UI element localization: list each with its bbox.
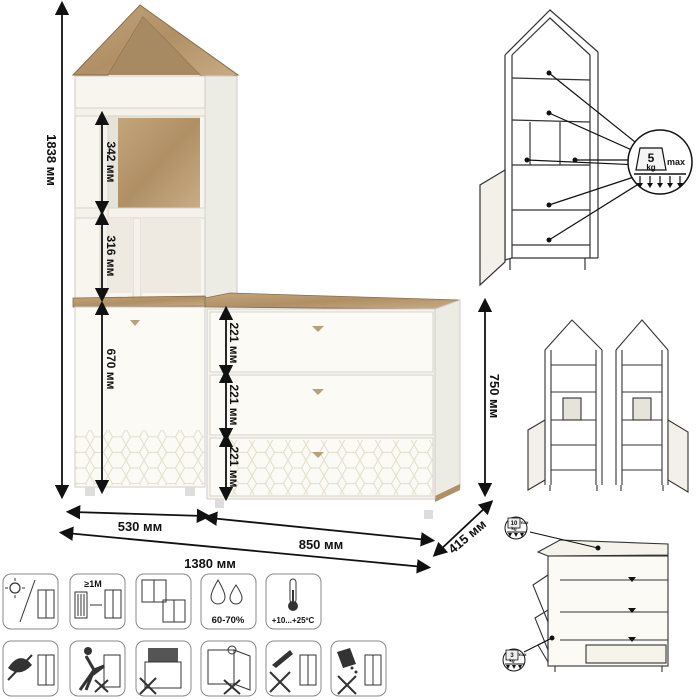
heater-distance-text: ≥1M — [84, 579, 101, 589]
no-sharp-tool-icon — [265, 640, 322, 697]
temperature-icon: +10...+25ºC — [265, 573, 322, 630]
dim-chest-width: 850 мм — [299, 537, 344, 552]
drawer-1 — [209, 311, 434, 373]
dim-shelf-lower: 316 мм — [104, 235, 118, 276]
tower-open-door-drawing — [479, 9, 599, 287]
no-lean-icon — [69, 640, 126, 697]
tower-variant-right — [615, 319, 689, 493]
chest-leader-lines — [523, 531, 601, 653]
dim-drawer-3: 221 мм — [227, 446, 241, 487]
humidity-icon: 60-70% — [200, 573, 257, 630]
dim-drawer-1: 221 мм — [227, 322, 241, 363]
dim-total-width: 1380 мм — [184, 556, 236, 571]
no-wet-cloth-icon — [2, 640, 59, 697]
dim-left-width: 530 мм — [118, 519, 163, 534]
shelf-load-unit: kg — [646, 163, 655, 172]
main-furniture — [71, 4, 461, 519]
top-load-unit: kg — [511, 526, 517, 531]
dim-depth: 415 мм — [445, 516, 489, 556]
shelf-load-badge: 5 kg max — [627, 129, 693, 195]
chest-drawer-handles — [628, 577, 636, 642]
chest-top — [204, 292, 461, 310]
oak-back-panel — [118, 118, 200, 210]
dimension-lines — [54, 0, 494, 574]
shelf-load-value: 5 — [648, 151, 655, 165]
temperature-text: +10...+25ºC — [272, 616, 315, 625]
tower-variant-left — [527, 319, 603, 491]
drawer-load-label: max — [517, 652, 527, 657]
care-icons: ≥1M 60-70% +10...+25ºC — [2, 573, 387, 697]
dim-door-height: 670 мм — [104, 348, 118, 389]
drawer-load-value: 3 — [510, 653, 514, 659]
drawer-load-badge: 3 kg max — [502, 648, 527, 672]
tower-shelf-markers — [524, 70, 578, 243]
top-load-label: max — [519, 520, 529, 525]
top-load-badge: 10 kg max — [504, 516, 529, 540]
dim-total-height: 1838 мм — [44, 134, 59, 186]
dim-drawer-2: 221 мм — [227, 384, 241, 425]
heater-distance-icon: ≥1M — [69, 573, 126, 630]
chest-open-drawers-drawing — [532, 539, 669, 672]
top-load-value: 10 — [511, 521, 518, 527]
sunlight-icon — [2, 573, 59, 630]
load-leader-lines — [526, 72, 646, 241]
no-open-door-icon — [200, 640, 257, 697]
no-chemicals-icon — [330, 640, 387, 697]
dim-chest-height: 750 мм — [487, 374, 502, 419]
drawer-2 — [209, 374, 434, 436]
humidity-text: 60-70% — [212, 615, 245, 626]
no-heavy-load-icon — [135, 640, 192, 697]
window-icon — [135, 573, 192, 630]
drawer-load-unit: kg — [509, 658, 515, 663]
shelf-load-label: max — [667, 157, 685, 167]
dim-shelf-upper: 342 мм — [104, 141, 118, 182]
